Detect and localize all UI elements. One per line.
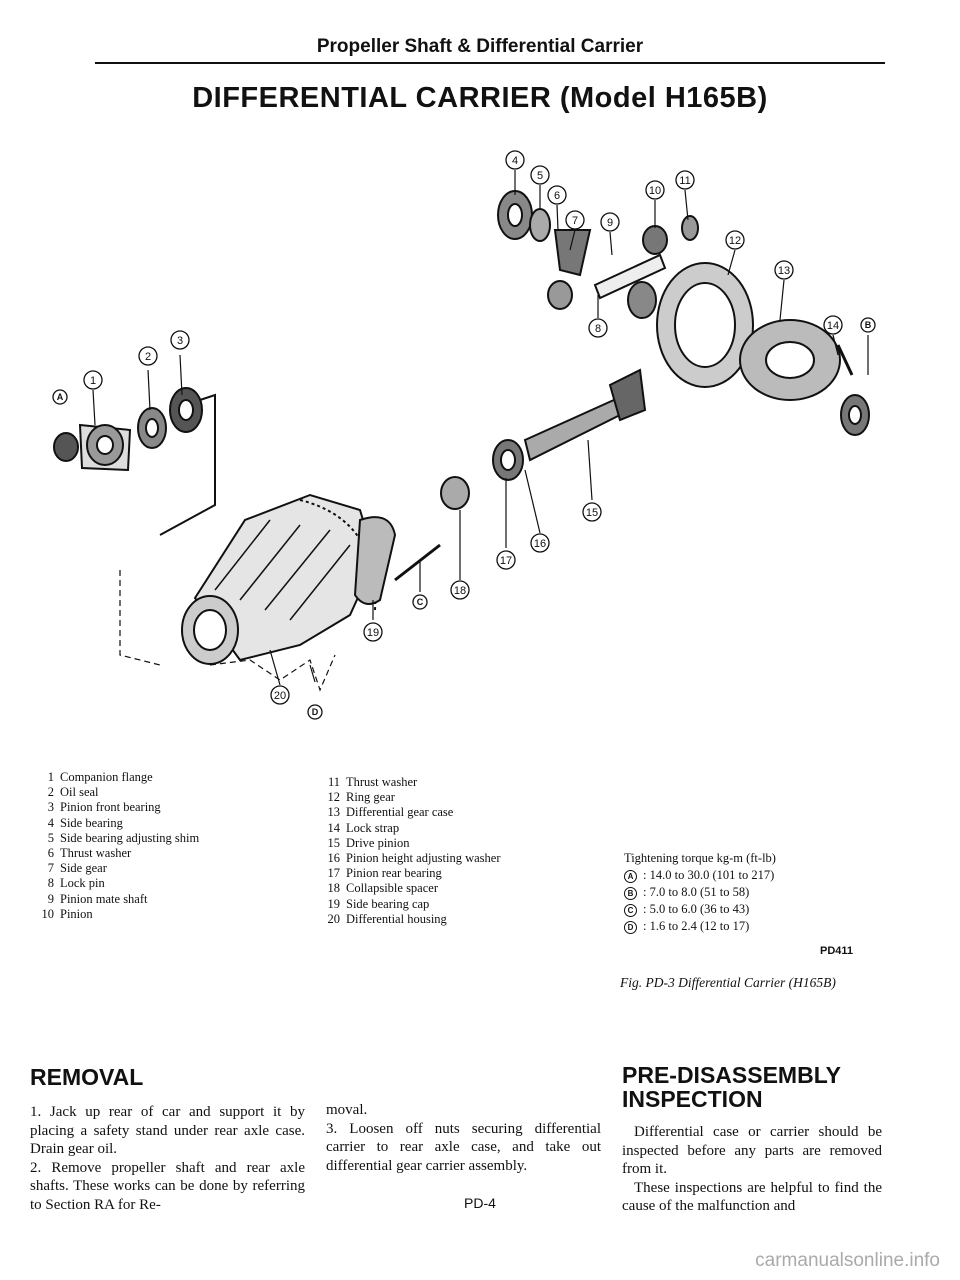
torque-mark-b: B — [865, 320, 872, 330]
torque-mark-a: A — [57, 392, 64, 402]
callout-9: 9 — [607, 217, 613, 229]
callout-6: 6 — [554, 190, 560, 202]
callout-19: 19 — [367, 627, 379, 639]
removal-step-1: 1. Jack up rear of car and support it by… — [30, 1104, 305, 1157]
removal-continued: moval. 3. Loosen off nuts securing diffe… — [326, 1101, 601, 1175]
callout-10: 10 — [649, 185, 661, 197]
pre-disassembly-section: PRE-DISASSEMBLY INSPECTION Differential … — [622, 1063, 882, 1216]
drive-pinion-drawing — [492, 368, 647, 481]
figure-code: PD411 — [820, 945, 854, 957]
pre-disassembly-para-2: These inspections are helpful to find th… — [622, 1179, 882, 1215]
callout-8: 8 — [595, 323, 601, 335]
page-title: DIFFERENTIAL CARRIER (Model H165B) — [192, 82, 768, 114]
removal-section: REMOVAL 1. Jack up rear of car and suppo… — [30, 1065, 305, 1214]
callout-20: 20 — [274, 690, 286, 702]
callout-14: 14 — [827, 320, 839, 332]
torque-spec-box: Tightening torque kg-m (ft-lb) A: 14.0 t… — [624, 850, 776, 935]
callout-3: 3 — [177, 335, 183, 347]
bearing-cap-drawing — [353, 476, 470, 605]
torque-title: Tightening torque kg-m (ft-lb) — [624, 851, 776, 865]
pre-disassembly-para-1: Differential case or carrier should be i… — [622, 1124, 882, 1177]
figure-caption: Fig. PD-3 Differential Carrier (H165B) — [620, 975, 836, 990]
torque-row: B: 7.0 to 8.0 (51 to 58) — [624, 884, 776, 901]
torque-row: D: 1.6 to 2.4 (12 to 17) — [624, 918, 776, 935]
torque-row: A: 14.0 to 30.0 (101 to 217) — [624, 867, 776, 884]
callout-16: 16 — [534, 538, 546, 550]
differential-housing-drawing — [119, 493, 377, 692]
ring-gear-drawing — [656, 262, 870, 436]
torque-mark-d: D — [312, 707, 319, 717]
removal-heading: REMOVAL — [30, 1064, 144, 1090]
callout-12: 12 — [729, 235, 741, 247]
callout-13: 13 — [778, 265, 790, 277]
watermark: carmanualsonline.info — [755, 1250, 940, 1271]
callout-7: 7 — [572, 215, 578, 227]
pre-disassembly-heading: PRE-DISASSEMBLY INSPECTION — [622, 1062, 841, 1112]
removal-continued-text: moval. — [326, 1102, 368, 1118]
running-header: Propeller Shaft & Differential Carrier — [316, 36, 644, 57]
removal-step-2: 2. Remove propeller shaft and rear axle … — [30, 1159, 305, 1213]
header-rule — [95, 62, 885, 64]
side-gear-cluster-drawing — [497, 190, 699, 319]
callout-17: 17 — [500, 555, 512, 567]
torque-row: C: 5.0 to 6.0 (36 to 43) — [624, 901, 776, 918]
page-number: PD-4 — [464, 1195, 496, 1211]
callout-2: 2 — [145, 351, 151, 363]
callout-4: 4 — [512, 155, 518, 167]
exploded-diagram: 1 2 3 4 5 6 7 8 9 10 11 12 13 14 15 16 1… — [52, 150, 876, 720]
callout-18: 18 — [454, 585, 466, 597]
callout-11: 11 — [679, 175, 690, 187]
callout-15: 15 — [586, 507, 598, 519]
callout-5: 5 — [537, 170, 543, 182]
torque-mark-c: C — [417, 597, 424, 607]
callout-1: 1 — [90, 375, 96, 387]
removal-step-3: 3. Loosen off nuts securing differential… — [326, 1120, 601, 1174]
companion-flange-drawing — [53, 387, 216, 536]
